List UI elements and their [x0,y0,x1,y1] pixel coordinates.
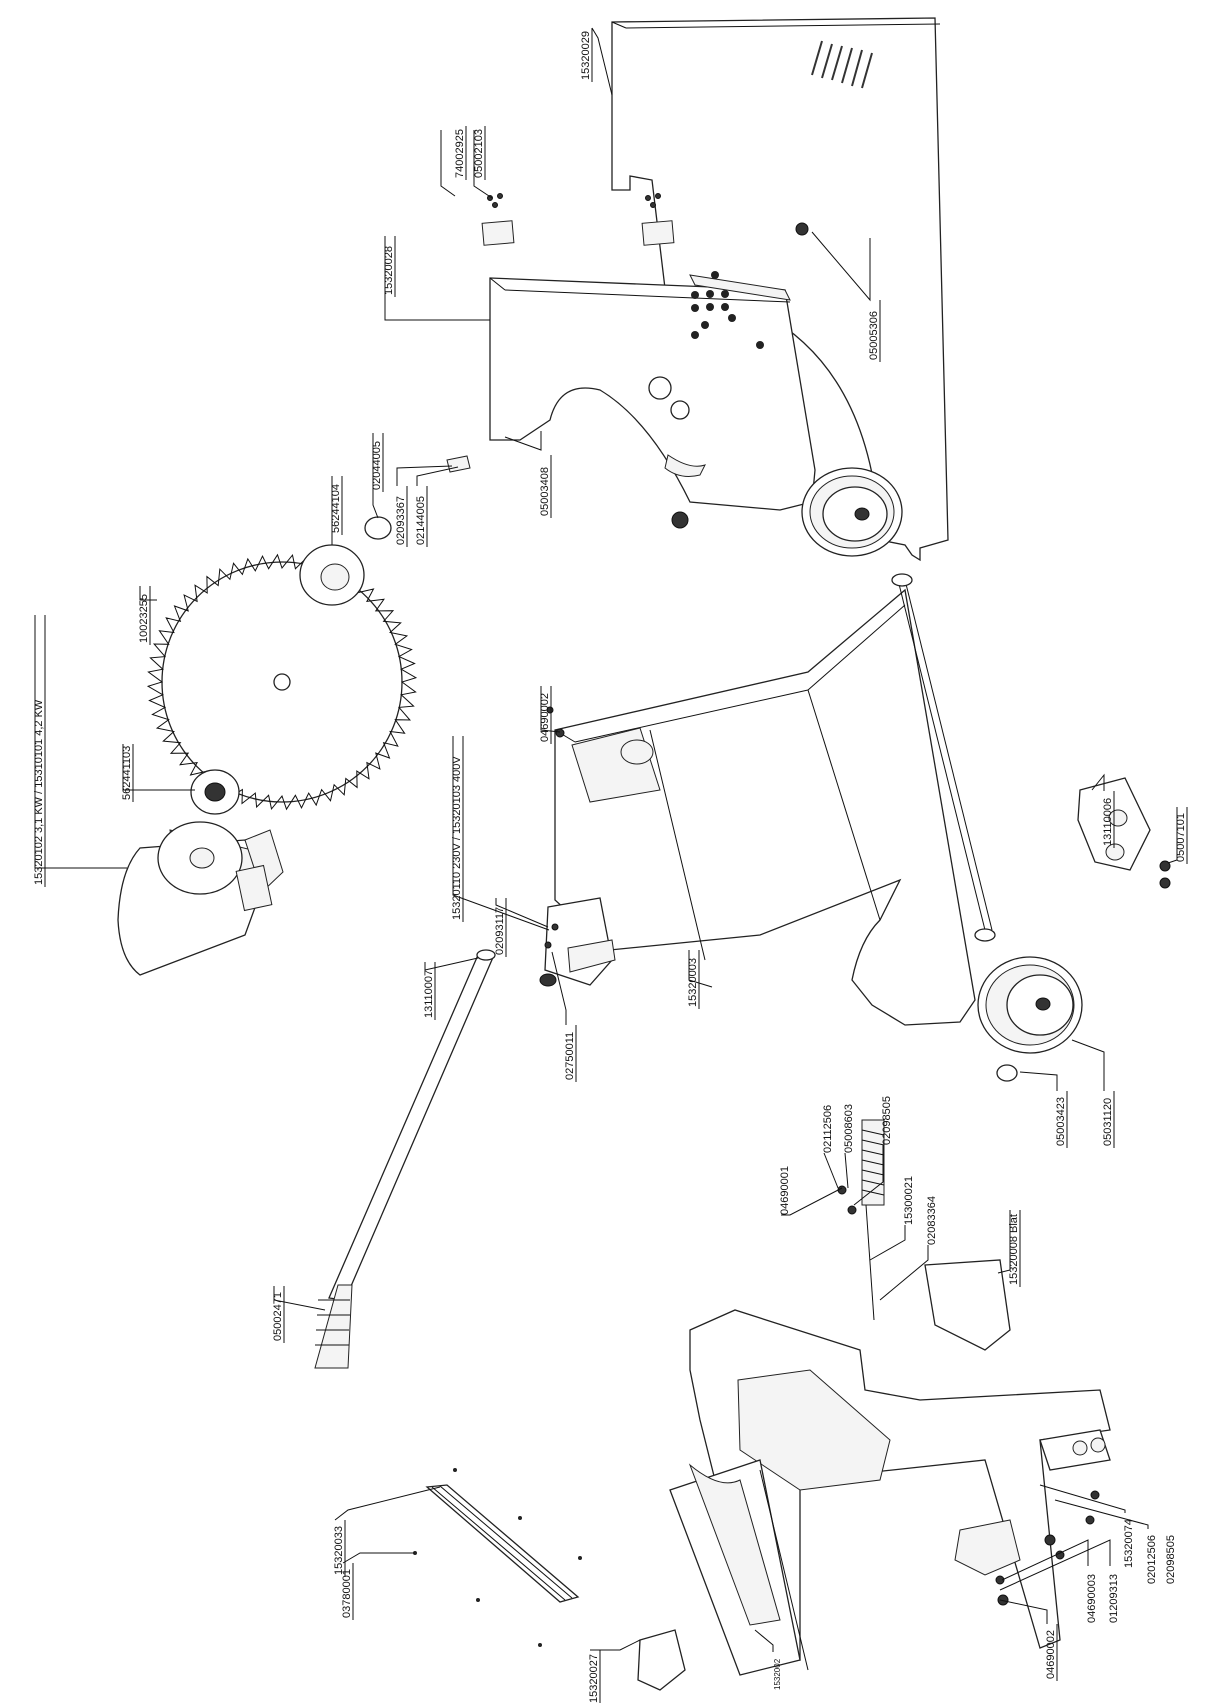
label-15300021: 15300021 [903,1176,915,1225]
stand-frame [669,1309,1111,1676]
label-15320008: 15320008 Blat [1008,1214,1020,1285]
bolt-02093367 [446,455,471,473]
label-05007101: 05007101 [1175,813,1187,862]
washer-05003423 [996,1064,1018,1082]
flange-562441103 [190,769,240,815]
label-05008603: 05008603 [843,1104,855,1153]
label-02098505-bottom: 02098505 [1165,1535,1177,1584]
label-02044005: 02044005 [371,441,383,490]
label-10023255: 10023255 [138,594,150,643]
lower-hardware [544,706,1100,1606]
label-05002103: 05002103 [473,129,485,178]
tube-13110007 [328,949,496,1301]
switch-box [539,897,616,987]
lower-frame-15320003 [554,588,976,1026]
label-02083364: 02083364 [926,1196,938,1245]
label-13110006: 13110006 [1102,798,1114,846]
part-labels: 15320029 74002925 05002103 15320028 0500… [33,31,1187,1703]
label-56244104: 56244104 [330,484,342,533]
label-02112506: 02112506 [822,1105,834,1153]
label-13110007: 13110007 [423,970,435,1018]
label-02750011: 02750011 [564,1032,576,1080]
plate-15320008 [924,1259,1011,1351]
label-04690001: 04690001 [779,1166,791,1215]
saw-blade [146,553,418,811]
label-02093117: 02093117 [494,907,506,955]
side-housing [489,271,816,511]
wheel-lower [977,956,1083,1054]
leader-lines [34,27,1178,1652]
label-15320xx: 1532002 [773,1658,782,1690]
spring-15300021 [861,1119,885,1321]
label-02098505-top: 02098505 [881,1096,893,1145]
label-05003408: 05003408 [539,467,551,516]
label-switch: 15320110 230V / 15320103 400V [451,756,463,920]
label-15320033: 15320033 [333,1526,345,1575]
label-05031120: 05031120 [1102,1098,1114,1146]
rail-15320033 [425,1484,580,1603]
nut-05005306 [795,222,809,236]
label-05003423: 05003423 [1055,1097,1067,1146]
spring-05002471 [314,1284,353,1369]
washer-02044005 [364,516,392,540]
axle-rod [891,573,996,942]
label-01209313: 01209313 [1108,1574,1120,1623]
label-motor: 15320102 3,1 KW / 15310101 4,2 KW [33,699,45,885]
label-562441103: 562441103 [121,746,133,800]
label-05002471: 05002471 [272,1292,284,1341]
label-15320029: 15320029 [580,31,592,80]
wheel-upper [801,467,903,557]
label-05005306: 05005306 [868,311,880,360]
label-03780001: 03780001 [341,1569,353,1618]
label-04690003: 04690003 [1086,1574,1098,1623]
label-02144005: 02144005 [415,496,427,545]
label-02093367: 02093367 [395,496,407,545]
label-74002925: 74002925 [454,129,466,178]
label-04690002-top: 04690002 [539,693,551,742]
cover-15320027 [637,1629,686,1691]
label-02012506: 02012506 [1146,1535,1158,1584]
washer-upper [671,511,689,529]
label-underlines [44,28,1188,1703]
label-15320028: 15320028 [383,246,395,295]
flange-56244104 [299,544,365,606]
label-15320003: 15320003 [687,958,699,1007]
label-04690002-bottom: 04690002 [1045,1630,1057,1679]
motor [117,821,284,976]
label-15320074: 15320074 [1123,1519,1135,1568]
label-15320027: 15320027 [588,1654,600,1703]
hinge-plates [481,193,675,246]
